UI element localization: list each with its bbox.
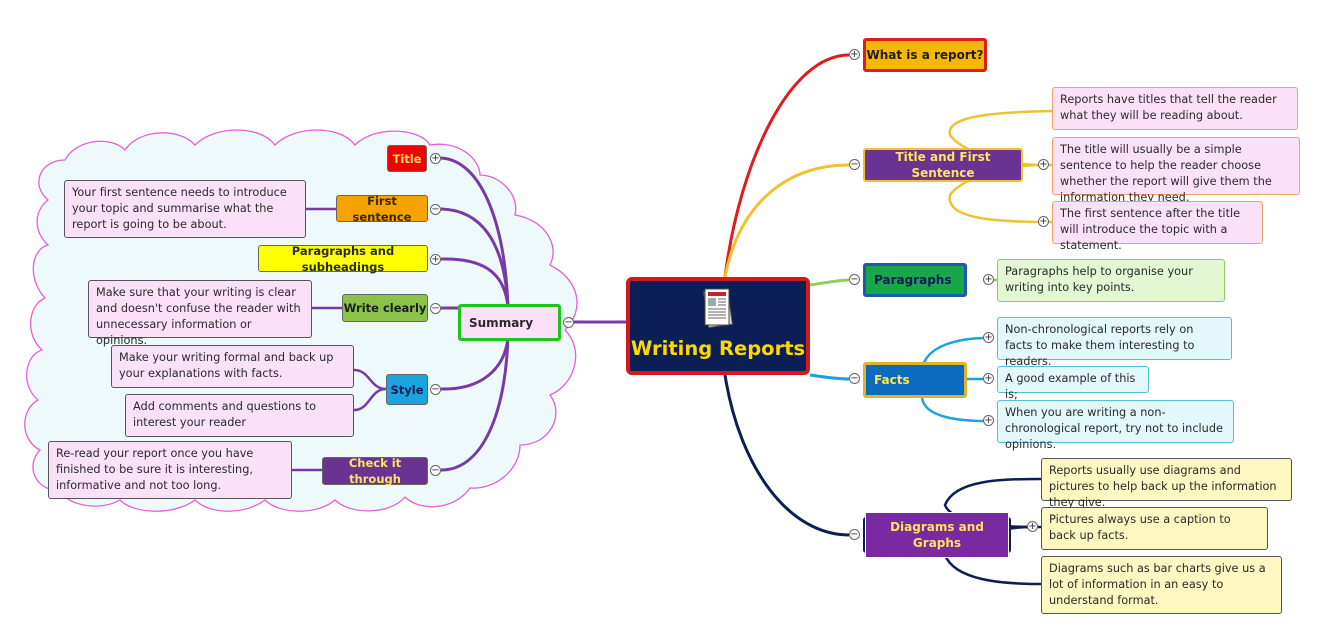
note-paragraphs: Paragraphs help to organise your writing…	[997, 259, 1225, 302]
note-first-sentence: Your first sentence needs to introduce y…	[64, 180, 306, 238]
note-title-2: The title will usually be a simple sente…	[1052, 137, 1300, 204]
expand-toggle[interactable]: +	[1038, 216, 1049, 227]
expand-toggle[interactable]: +	[1038, 159, 1049, 170]
note-facts-3: When you are writing a non-chronological…	[997, 400, 1234, 451]
note-facts-1: Non-chronological reports rely on facts …	[997, 317, 1232, 368]
note-diagrams-3: Diagrams such as bar charts give us a lo…	[1041, 556, 1282, 614]
topic-write-clearly[interactable]: Write clearly	[342, 294, 428, 322]
collapse-toggle[interactable]: −	[849, 373, 860, 384]
note-title-1: Reports have titles that tell the reader…	[1052, 87, 1298, 130]
topic-style[interactable]: Style	[386, 374, 428, 405]
note-facts-2: A good example of this is;	[997, 366, 1149, 401]
note-write-clearly: Make sure that your writing is clear and…	[88, 280, 312, 347]
topic-paragraphs[interactable]: Paragraphs	[863, 263, 967, 297]
central-topic[interactable]: Writing Reports	[626, 277, 810, 375]
central-title: Writing Reports	[630, 337, 806, 360]
newspaper-icon	[703, 287, 733, 329]
topic-diagrams-label: Diagrams and Graphs	[865, 512, 1009, 558]
topic-title[interactable]: Title	[387, 145, 427, 172]
expand-toggle[interactable]: +	[983, 332, 994, 343]
collapse-toggle[interactable]: −	[430, 384, 441, 395]
collapse-toggle[interactable]: −	[430, 303, 441, 314]
topic-what-is-a-report[interactable]: What is a report?	[863, 38, 987, 72]
note-diagrams-1: Reports usually use diagrams and picture…	[1041, 458, 1292, 509]
expand-toggle[interactable]: +	[430, 254, 441, 265]
expand-toggle[interactable]: +	[430, 153, 441, 164]
expand-toggle[interactable]: +	[1027, 521, 1038, 532]
topic-paragraphs-and-subheadings[interactable]: Paragraphs and subheadings	[258, 244, 428, 274]
topic-summary[interactable]: Summary	[458, 304, 561, 341]
note-style-1: Make your writing formal and back up you…	[111, 345, 354, 388]
expand-toggle[interactable]: +	[849, 49, 860, 60]
expand-toggle[interactable]: +	[983, 415, 994, 426]
note-style-2: Add comments and questions to interest y…	[125, 394, 354, 437]
note-title-3: The first sentence after the title will …	[1052, 201, 1263, 252]
topic-diagrams-and-graphs[interactable]: Diagrams and Graphs	[863, 512, 1011, 558]
expand-toggle[interactable]: +	[983, 373, 994, 384]
collapse-toggle[interactable]: −	[849, 529, 860, 540]
collapse-toggle[interactable]: −	[430, 204, 441, 215]
expand-toggle[interactable]: +	[983, 274, 994, 285]
collapse-toggle[interactable]: −	[430, 465, 441, 476]
topic-title-and-first-sentence[interactable]: Title and First Sentence	[863, 148, 1023, 182]
note-check-it-through: Re-read your report once you have finish…	[48, 441, 292, 499]
collapse-toggle[interactable]: −	[849, 274, 860, 285]
topic-check-it-through[interactable]: Check it through	[322, 456, 428, 486]
note-diagrams-2: Pictures always use a caption to back up…	[1041, 507, 1268, 550]
topic-first-sentence[interactable]: First sentence	[336, 194, 428, 224]
topic-facts[interactable]: Facts	[863, 362, 967, 398]
collapse-toggle[interactable]: −	[849, 159, 860, 170]
collapse-toggle[interactable]: −	[563, 317, 574, 328]
